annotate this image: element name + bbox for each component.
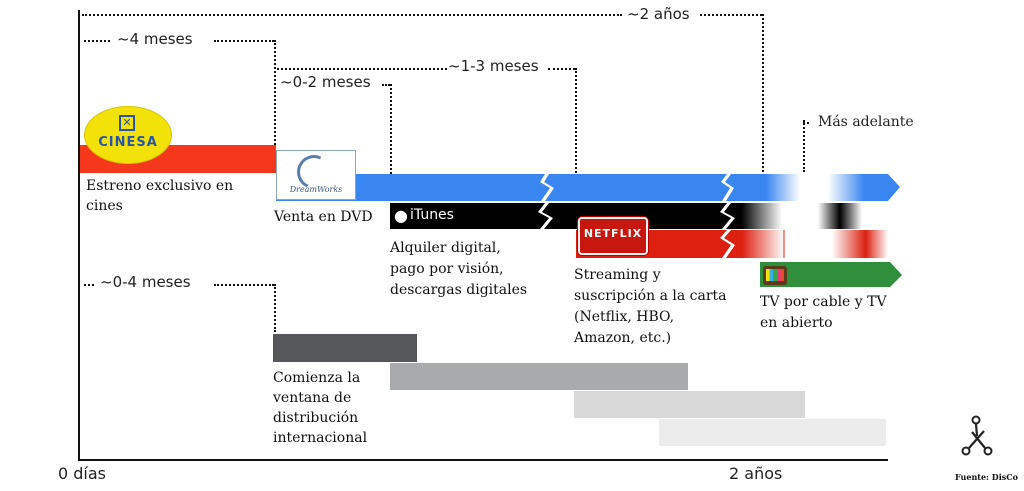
two-years-drop: [762, 14, 764, 172]
tv-bar: [760, 262, 902, 287]
four-months-drop: [274, 40, 276, 145]
netflix-bar-seg3: [832, 230, 888, 258]
cinesa-logo-mark: ✕: [119, 115, 135, 131]
itunes-logo: ● iTunes: [392, 205, 466, 227]
tv-label-line1: TV por cable y TV: [760, 294, 887, 310]
tv-label-line2: en abierto: [760, 315, 833, 331]
international-bar-4: [659, 419, 886, 446]
dvd-bar-seg3: [725, 174, 800, 201]
two-years-label: ~2 años: [627, 5, 690, 23]
zero-two-months-top: [382, 84, 390, 86]
one-three-months-drop: [575, 68, 577, 173]
disco-logo-node-top: [971, 415, 981, 425]
four-months-line-left: [84, 40, 110, 42]
x-axis: [78, 459, 888, 461]
disco-logo-node-left: [961, 446, 971, 456]
two-years-line-left: [82, 14, 622, 16]
zero-two-months-label: ~0-2 meses: [280, 73, 371, 91]
later-tick: [803, 122, 809, 124]
zero-two-months-drop: [390, 84, 392, 174]
cinesa-logo-text: CINESA: [98, 135, 158, 150]
digital-label-line2: pago por visión,: [390, 261, 504, 277]
two-years-line-right: [700, 14, 762, 16]
netflix-logo: NETFLIX: [578, 217, 648, 255]
streaming-label-line4: Amazon, etc.): [574, 330, 672, 346]
netflix-bar-seg2: [724, 230, 784, 258]
dvd-label: Venta en DVD: [274, 209, 373, 225]
disco-logo-node-right: [983, 446, 993, 456]
cinema-label-line1: Estreno exclusivo en: [86, 178, 234, 194]
dvd-bar-seg4: [828, 174, 900, 201]
international-label-line2: ventana de: [273, 390, 352, 406]
zero-four-months-line-left: [84, 284, 94, 286]
international-bar-3: [574, 391, 805, 418]
cinesa-logo: ✕ CINESA: [84, 106, 172, 164]
y-axis: [78, 10, 80, 460]
itunes-bar-seg4: [818, 203, 862, 229]
later-label: Más adelante: [818, 114, 914, 130]
international-bar-1: [273, 334, 417, 362]
four-months-line-right: [214, 40, 274, 42]
streaming-label-line1: Streaming y: [574, 267, 661, 283]
one-three-months-label: ~1-3 meses: [448, 57, 539, 75]
one-three-months-line-right: [548, 68, 575, 70]
later-drop: [803, 120, 805, 172]
apple-icon: ●: [394, 206, 408, 225]
zero-four-months-line-right: [214, 284, 274, 286]
axis-start-label: 0 días: [58, 464, 107, 483]
netflix-logo-text: NETFLIX: [583, 227, 643, 240]
international-bar-2: [390, 363, 688, 390]
tv-icon-screen: [766, 269, 784, 281]
zero-four-months-drop: [274, 284, 276, 332]
digital-label-line3: descargas digitales: [390, 282, 528, 298]
international-label-line3: distribución: [273, 410, 359, 426]
streaming-label-line3: (Netflix, HBO,: [574, 309, 675, 325]
international-label-line1: Comienza la: [273, 370, 361, 386]
four-months-label: ~4 meses: [117, 30, 193, 48]
source-label: Fuente: DisCo: [955, 472, 1018, 482]
one-three-months-line-left: [277, 68, 447, 70]
international-label-line4: internacional: [273, 430, 368, 446]
digital-label-line1: Alquiler digital,: [390, 240, 501, 256]
disco-logo-lines: [968, 423, 986, 449]
itunes-bar-seg1: [390, 203, 549, 229]
itunes-logo-text: iTunes: [410, 207, 454, 223]
dvd-bar-seg2: [544, 174, 730, 201]
dreamworks-logo: DreamWorks: [276, 150, 356, 200]
tv-icon: [763, 266, 787, 285]
streaming-label-line2: suscripción a la carta: [574, 288, 727, 304]
cinema-label-line2: cines: [86, 198, 123, 214]
axis-end-label: 2 años: [729, 464, 783, 483]
dreamworks-logo-text: DreamWorks: [289, 185, 343, 194]
zero-four-months-label: ~0-4 meses: [100, 273, 191, 291]
itunes-bar-seg3: [724, 203, 782, 229]
